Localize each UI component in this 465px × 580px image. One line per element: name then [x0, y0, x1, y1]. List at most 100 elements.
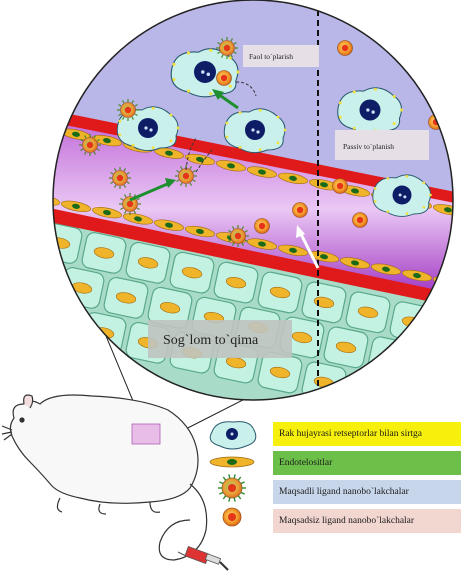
receptor: [386, 210, 389, 213]
untargeted-nanoparticle-icon: [223, 508, 241, 526]
cancer-cell-nucleus: [245, 120, 265, 140]
receptor: [386, 177, 389, 180]
nucleolus: [149, 128, 152, 131]
receptor: [187, 51, 190, 54]
nanoparticle-core: [127, 201, 133, 207]
tissue-nucleus: [357, 385, 379, 399]
endothelial-cell-icon: [210, 457, 254, 467]
untargeted-nanoparticle: [255, 219, 270, 234]
untargeted-nanoparticle: [429, 115, 444, 130]
receptor: [172, 78, 175, 81]
syringe-illustration: [178, 547, 228, 570]
ligand: [223, 496, 225, 499]
untargeted-nanoparticle: [293, 203, 308, 218]
ligand: [241, 492, 245, 494]
nanoparticle-core: [117, 175, 123, 181]
receptor: [187, 90, 190, 93]
untargeted-nanoparticle: [353, 213, 368, 228]
nanoparticle-core: [224, 45, 230, 51]
endothelial-nucleus: [444, 279, 453, 285]
tissue-cell: [455, 355, 465, 399]
ligand: [238, 496, 240, 499]
ligand: [223, 477, 225, 480]
receptor: [209, 49, 212, 52]
receptor: [374, 187, 377, 190]
receptor: [277, 141, 280, 144]
receptor: [374, 88, 377, 91]
untargeted-nanoparticle: [338, 41, 353, 56]
receptor: [239, 111, 242, 114]
cancer-cell-nucleus: [360, 100, 381, 121]
mouse-illustration: [2, 395, 207, 560]
receptor: [259, 148, 262, 151]
nucleolus: [144, 126, 147, 129]
nanoparticle-core: [235, 233, 241, 239]
tissue-nucleus: [445, 325, 465, 339]
nucleolus: [256, 130, 259, 133]
cancer-cell-icon: [210, 422, 256, 449]
receptor: [277, 116, 280, 119]
receptor: [423, 181, 426, 184]
receptor: [236, 70, 239, 73]
ligand: [234, 498, 235, 502]
tissue-cell: [345, 371, 392, 415]
endothelial-nucleus: [41, 125, 50, 131]
receptor: [118, 133, 121, 136]
tissue-nucleus: [49, 316, 71, 330]
receptor: [225, 135, 228, 138]
nucleolus: [371, 110, 374, 113]
receptor: [423, 206, 426, 209]
nucleolus: [403, 195, 406, 198]
untargeted-nanoparticle: [217, 71, 232, 86]
receptor: [239, 146, 242, 149]
nanoparticle-core: [221, 75, 227, 81]
receptor: [353, 127, 356, 130]
tissue-nucleus: [401, 395, 423, 409]
tissue-cell: [433, 390, 465, 434]
tissue-cell: [367, 335, 414, 379]
receptor: [374, 200, 377, 203]
nanoparticle-core: [342, 45, 348, 51]
tissue-nucleus: [445, 405, 465, 419]
endothelial-nucleus: [41, 197, 50, 203]
receptor: [229, 56, 232, 59]
nanoparticle-core: [183, 173, 189, 179]
cancer-cell-nucleus: [138, 118, 158, 138]
receptor: [259, 109, 262, 112]
receptor: [118, 120, 121, 123]
receptor: [393, 95, 396, 98]
tissue-cell: [37, 301, 84, 345]
receptor: [152, 146, 155, 149]
nanoparticle-core: [259, 223, 265, 229]
ligand: [241, 482, 245, 484]
receptor: [170, 139, 173, 142]
cancer-cell-nucleus: [194, 61, 216, 83]
nucleolus: [201, 70, 205, 74]
receptor: [225, 122, 228, 125]
ligand: [219, 492, 223, 494]
receptor: [172, 63, 175, 66]
nucleolus: [207, 72, 211, 76]
nanoparticle-core: [87, 142, 93, 148]
ligand: [238, 477, 240, 480]
receptor: [339, 101, 342, 104]
receptor: [429, 194, 432, 197]
tissue-cell: [433, 310, 465, 354]
receptor: [406, 212, 409, 215]
receptor: [406, 175, 409, 178]
receptor: [339, 116, 342, 119]
ligand: [234, 474, 235, 478]
cancer-cell-nucleus: [393, 186, 412, 205]
tissue-cell: [411, 345, 458, 389]
receptor: [284, 129, 287, 132]
targeted-nanoparticle-icon: [218, 474, 246, 501]
nanoparticle-core: [297, 207, 303, 213]
receptor: [393, 122, 396, 125]
tissue-cell: [389, 380, 436, 424]
nucleolus: [399, 193, 402, 196]
receptor: [209, 92, 212, 95]
receptor: [229, 85, 232, 88]
receptor: [353, 90, 356, 93]
receptor: [152, 107, 155, 110]
